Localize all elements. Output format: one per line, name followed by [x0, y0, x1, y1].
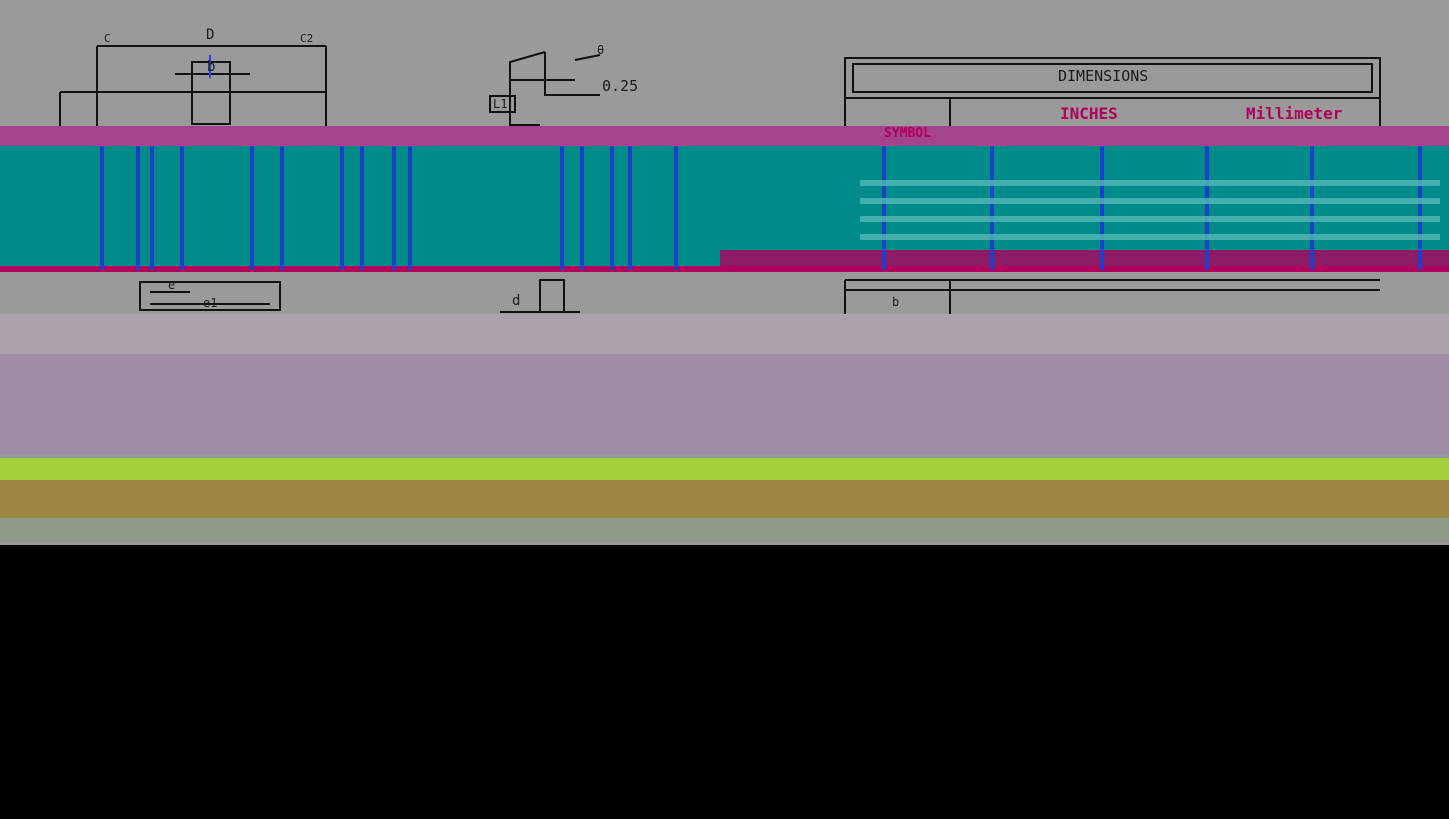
band-blue-tick: [180, 146, 184, 270]
dim-label-025: 0.25: [602, 77, 639, 95]
paper-background: [0, 0, 1449, 545]
band-blue-tick: [280, 146, 284, 270]
band-blue-tick: [408, 146, 412, 270]
band-blue-tick: [580, 146, 584, 270]
band-teal-stripe: [860, 216, 1440, 222]
band-blue-tick: [1100, 146, 1104, 270]
table-col-symbol: SYMBOL: [884, 126, 931, 141]
band-blue-tick: [674, 146, 678, 270]
package-top-view: [59, 45, 327, 311]
dim-label-C2: C2: [300, 32, 314, 45]
dim-label-theta: θ: [597, 43, 605, 57]
dim-label-C: C: [104, 32, 111, 45]
dim-label-D: D: [206, 27, 215, 43]
band-magenta-right: [720, 250, 1449, 270]
band-blue-tick: [882, 146, 886, 270]
band-blue-tick: [100, 146, 104, 270]
band-blue-tick: [136, 146, 140, 270]
band-blue-tick: [392, 146, 396, 270]
band-lime: [0, 458, 1449, 480]
band-blue-tick: [628, 146, 632, 270]
dimensions-table-frame: [844, 57, 1381, 316]
dim-label-e: e: [168, 278, 176, 292]
band-olive-low: [0, 518, 1449, 542]
table-col-inches: INCHES: [1060, 104, 1118, 123]
table-row-symbol: b: [892, 295, 900, 309]
dim-label-d: d: [512, 293, 521, 309]
dim-label-b: b: [207, 59, 216, 75]
band-blue-tick: [150, 146, 154, 270]
dim-label-e1: e1: [203, 296, 218, 310]
band-blue-tick: [1310, 146, 1314, 270]
band-teal-stripe: [860, 198, 1440, 204]
band-blue-tick: [610, 146, 614, 270]
band-teal-stripe: [860, 234, 1440, 240]
table-title: DIMENSIONS: [1058, 67, 1149, 85]
band-blue-tick: [1205, 146, 1209, 270]
band-blue-tick: [360, 146, 364, 270]
band-black: [0, 545, 1449, 815]
dim-label-L1: L1: [493, 97, 508, 111]
band-lilac-light: [0, 314, 1449, 354]
band-teal-stripe: [860, 180, 1440, 186]
band-olive: [0, 480, 1449, 518]
band-blue-tick: [340, 146, 344, 270]
glitch-bands: [0, 126, 1449, 815]
band-blue-tick: [1418, 146, 1422, 270]
package-side-view: [489, 51, 601, 313]
band-magenta-top: [0, 126, 1449, 146]
band-blue-tick: [990, 146, 994, 270]
band-blue-tick: [560, 146, 564, 270]
table-col-mm: Millimeter: [1246, 104, 1343, 123]
band-blue-tick: [250, 146, 254, 270]
